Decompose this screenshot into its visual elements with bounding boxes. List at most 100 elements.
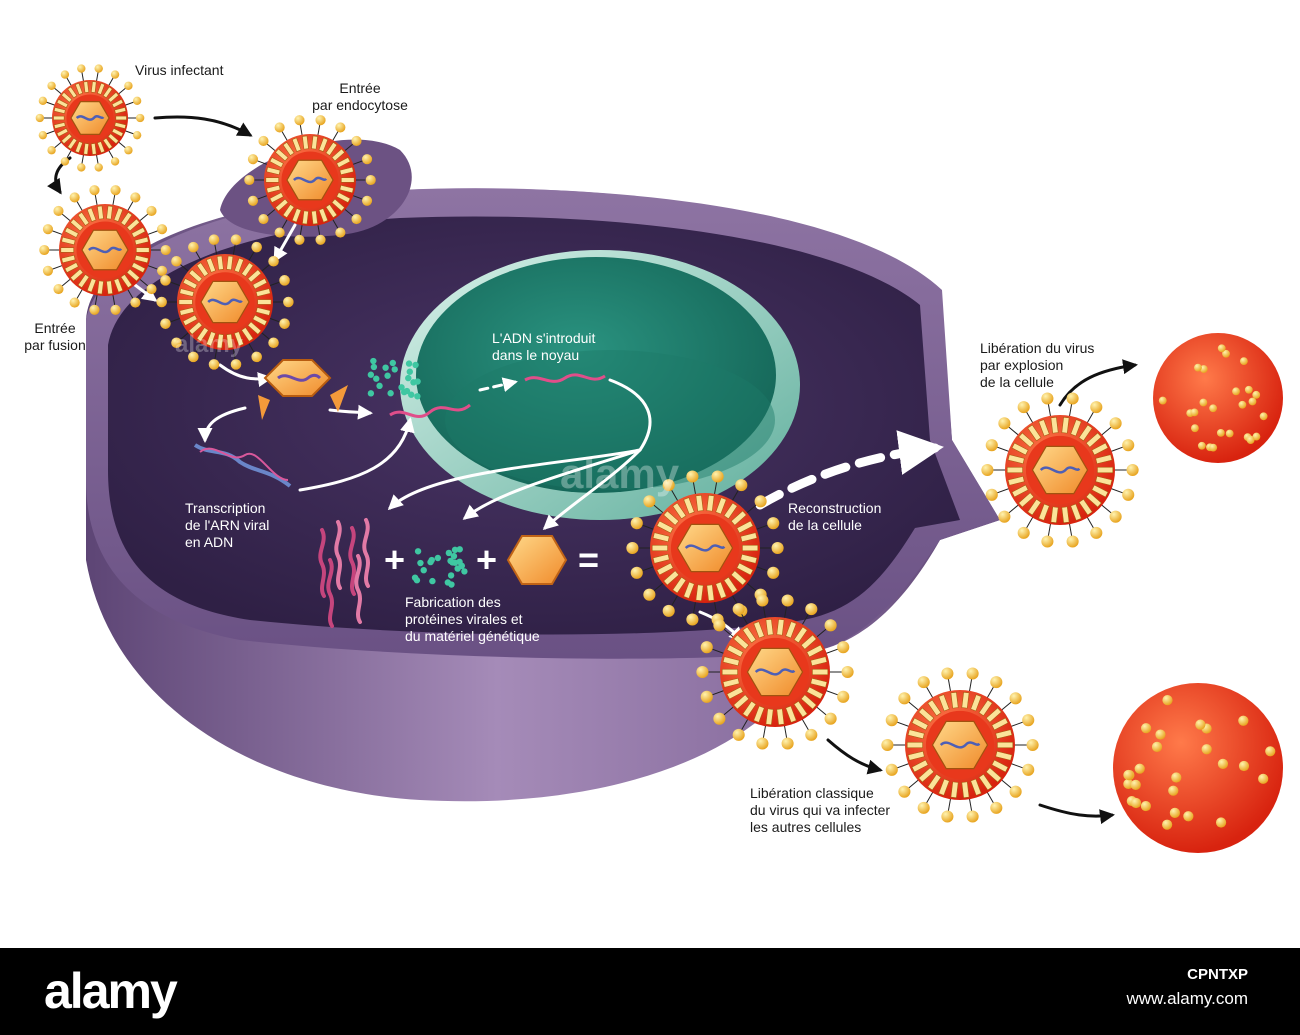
spike-ball (686, 470, 699, 483)
spike-ball (351, 135, 362, 147)
envelope-spike (765, 708, 774, 726)
spike-ball (1201, 744, 1212, 755)
capsid-hexagon-icon (931, 720, 989, 770)
spike-ball (1190, 408, 1199, 417)
dna-helix-icon (277, 373, 322, 382)
envelope-spike (196, 327, 209, 342)
envelope-spike (906, 741, 923, 749)
arrow-classic-release-1 (826, 738, 883, 775)
envelope-spike (730, 510, 747, 526)
envelope-spike (340, 177, 355, 183)
label-line: par explosion (980, 357, 1064, 373)
envelope-spike (96, 141, 106, 154)
spike-ball (69, 192, 80, 203)
envelope-spike (1085, 432, 1102, 448)
spike-ball (781, 737, 794, 750)
protein-dots-icon (367, 357, 421, 400)
capsid-hexagon-icon (263, 359, 332, 397)
spike-ball (1248, 397, 1257, 406)
spike-ball (160, 244, 171, 256)
envelope-spike (311, 210, 318, 225)
envelope-spike (978, 773, 993, 791)
envelope-spike (113, 207, 124, 222)
label-line: protéines virales et (405, 611, 523, 627)
label-line: de la cellule (788, 517, 862, 533)
footer-id: CPNTXP www.alamy.com (1126, 966, 1248, 1009)
spike-ball (754, 495, 767, 508)
spike-ball (1252, 432, 1261, 441)
envelope-spike (1011, 442, 1029, 456)
spike-ball (132, 96, 142, 106)
envelope-spike (120, 274, 133, 289)
arrow-virus-to-endocytosis (153, 115, 253, 137)
envelope-spike (723, 502, 738, 520)
protein-helix (348, 526, 356, 596)
envelope-spike (56, 127, 69, 138)
spike-ball (1238, 715, 1249, 726)
spike-ball (60, 157, 70, 166)
spike-ball (315, 234, 326, 245)
virus-particle-icon (981, 392, 1139, 548)
envelope-spike (188, 269, 203, 283)
envelope-spike (1050, 506, 1059, 524)
spike-ball (767, 566, 780, 579)
spike-ball (881, 738, 894, 752)
protein-dot (373, 375, 380, 382)
envelope-spike (134, 236, 149, 246)
spike-ball (89, 304, 100, 315)
envelope-spike (67, 137, 78, 150)
spike-ball (39, 244, 50, 256)
spike-ball (1122, 439, 1135, 452)
envelope-spike (291, 137, 302, 152)
envelope-spike (1011, 484, 1029, 498)
spike-ball (244, 174, 255, 186)
envelope-spike (61, 254, 76, 264)
dna-helix-icon (754, 668, 796, 676)
image-code: CPNTXP (1187, 966, 1248, 983)
envelope-spike (56, 98, 69, 109)
spike-ball (735, 479, 748, 492)
protein-dot (420, 566, 427, 574)
spike-ball (124, 146, 133, 155)
envelope-spike (651, 544, 668, 552)
virus-particle-icon (244, 115, 376, 245)
label-line: Libération du virus (980, 340, 1095, 356)
envelope-spike (1078, 424, 1093, 442)
envelope-spike (1038, 419, 1050, 437)
envelope-spike (1061, 506, 1070, 524)
protein-dot (382, 364, 389, 371)
spike-ball (160, 318, 171, 329)
envelope-spike (918, 767, 935, 783)
spike-ball (630, 566, 643, 579)
envelope-spike (61, 236, 76, 246)
spike-ball (1090, 526, 1103, 539)
spike-ball (268, 255, 279, 267)
viral-rna-strand (193, 443, 292, 488)
spike-ball (1244, 385, 1253, 394)
envelope-spike (991, 717, 1009, 731)
envelope-spike (1095, 454, 1113, 465)
envelope-spike (106, 205, 113, 220)
spike-ball (898, 692, 911, 705)
envelope-spike (978, 699, 993, 717)
envelope-spike (652, 532, 670, 543)
spike-ball (1123, 769, 1134, 781)
protein-helix (318, 528, 326, 598)
envelope-spike (336, 192, 351, 203)
arrow-dna-to-nucleus (478, 377, 518, 392)
dna-helix-icon (75, 115, 105, 121)
spike-ball (1109, 417, 1122, 430)
envelope-spike (683, 497, 695, 515)
spike-ball (1130, 779, 1141, 790)
spike-ball (53, 283, 64, 295)
label-line: L'ADN s'introduit (492, 330, 596, 346)
spike-ball (713, 712, 726, 725)
spike-ball (662, 479, 675, 492)
spike-ball (1238, 760, 1250, 772)
spike-ball (998, 510, 1011, 523)
envelope-spike (216, 255, 224, 271)
protein-dot (408, 391, 415, 398)
label-host-cell: Cellule hôte (103, 727, 177, 743)
envelope-spike (742, 626, 757, 644)
spike-ball (1134, 763, 1145, 774)
